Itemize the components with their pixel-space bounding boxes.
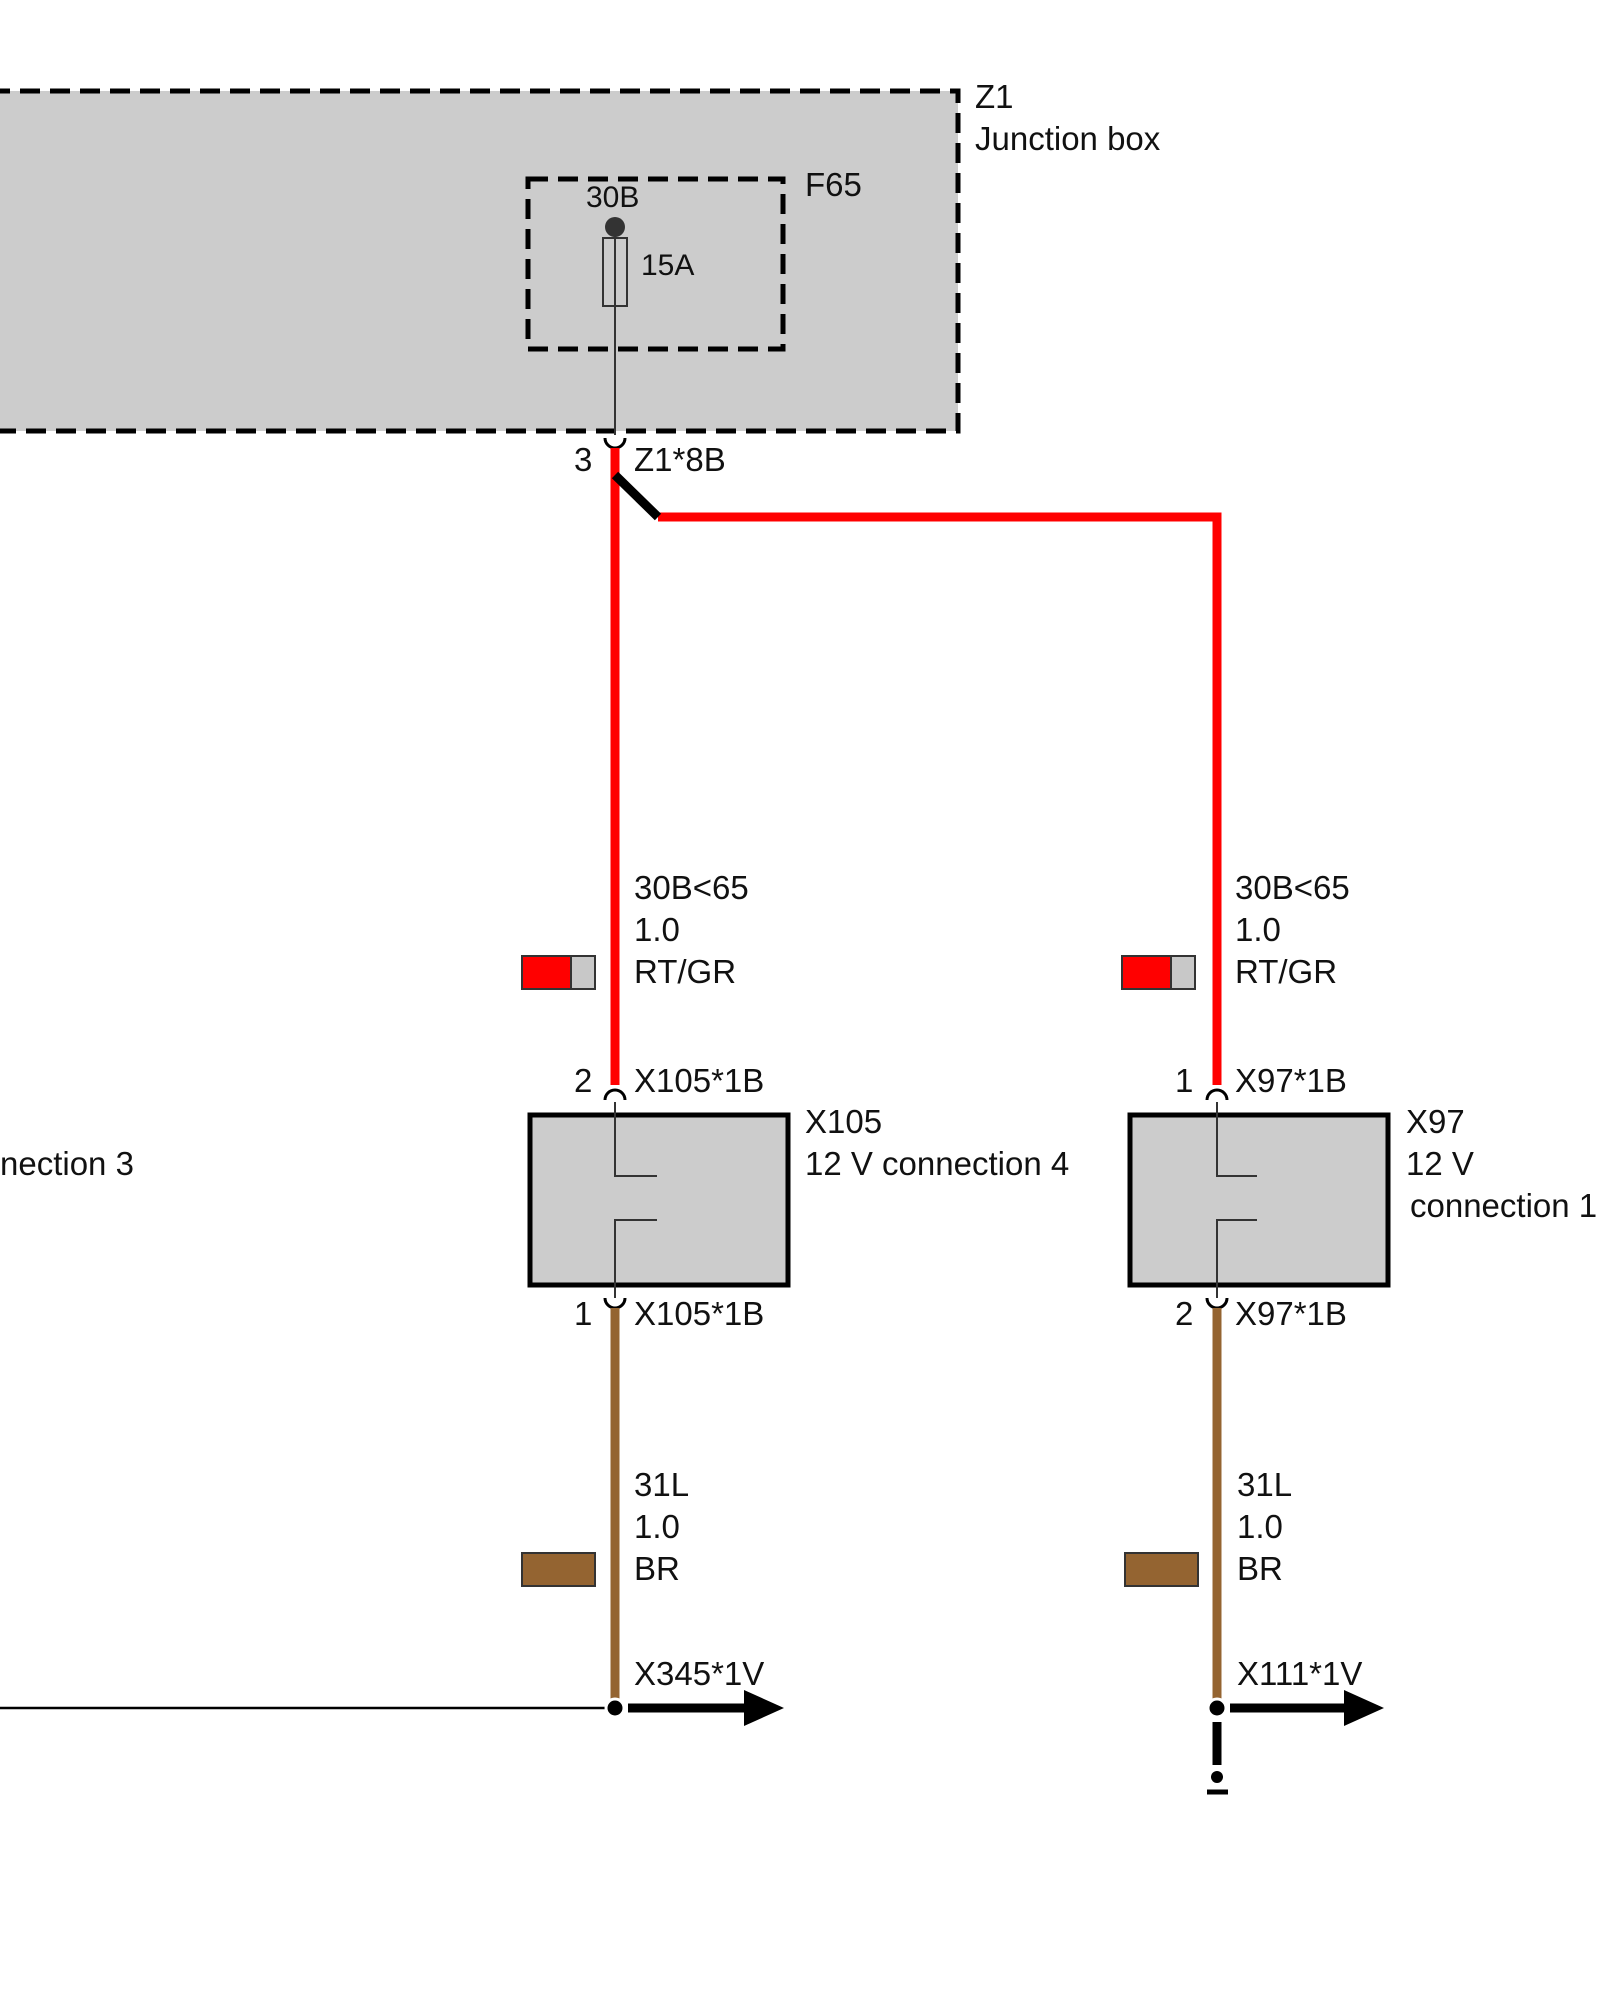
bottom-pin-socket-icon [1205,1297,1229,1310]
junction-box-body [0,88,961,434]
fuse-housing [525,176,786,352]
internal-lead-upper [614,1102,657,1177]
main-pin: 3 Z1*8B [574,437,726,478]
upper-wire-gauge: 1.0 [634,911,680,948]
internal-lead-lower [614,1219,657,1298]
top-pin-connector: X105*1B [634,1062,764,1099]
ground-arrow-icon [1344,1690,1384,1726]
junction-box-name: Junction box [975,120,1161,157]
offpage-component-label: nection 3 [0,1145,134,1182]
component-name-line2: connection 1 [1410,1187,1597,1224]
component-id: X97 [1406,1103,1465,1140]
bottom-pin-connector: X97*1B [1235,1295,1347,1332]
internal-lead-upper [1216,1102,1257,1177]
component-name-line1: 12 V [1406,1145,1474,1182]
junction-box-z1: Z1 Junction box [0,78,1161,434]
upper-wire-color: RT/GR [1235,953,1337,990]
top-pin-socket-icon [1205,1088,1229,1101]
lower-wire-color: BR [634,1550,680,1587]
splice-mark [611,471,662,521]
junction-box-id: Z1 [975,78,1014,115]
wire-color-swatch-gray [1170,955,1196,990]
branch-x97: 30B<65 1.0 RT/GR 1 X97*1B X97 12 V conne… [1121,869,1597,1795]
internal-lead-lower [1216,1219,1257,1298]
lower-wire-gauge: 1.0 [1237,1508,1283,1545]
bottom-pin-connector: X105*1B [634,1295,764,1332]
upper-wire-gauge: 1.0 [1235,911,1281,948]
wire-color-swatch-brown [521,1552,596,1587]
component-x97 [1127,1112,1391,1288]
red-wire-right [658,512,1222,1085]
fuse-f65: F65 30B 15A [525,166,862,435]
pin-socket-icon [603,437,627,450]
ground-arrow-icon [744,1690,784,1726]
red-wires [610,448,1222,1085]
bottom-pin-number: 2 [1175,1295,1193,1332]
wire-color-swatch-brown [1124,1552,1199,1587]
ground-node-dot [604,1697,626,1719]
top-pin-socket-icon [603,1088,627,1101]
wire-color-swatch-gray [570,955,596,990]
fuse-id: F65 [805,166,862,203]
upper-wire-color: RT/GR [634,953,736,990]
component-name-line1: 12 V connection 4 [805,1145,1069,1182]
component-x105 [527,1112,791,1288]
wire-color-swatch-red [1121,955,1172,990]
lower-wire-color: BR [1237,1550,1283,1587]
fuse-rating: 15A [641,249,694,282]
fuse-terminal-label: 30B [586,181,639,214]
lower-wire-gauge: 1.0 [634,1508,680,1545]
upper-wire-signal: 30B<65 [634,869,749,906]
bottom-pin-number: 1 [574,1295,592,1332]
ground-connector: X111*1V [1237,1655,1362,1692]
main-pin-connector: Z1*8B [634,441,726,478]
ground-connector: X345*1V [634,1655,764,1692]
top-pin-connector: X97*1B [1235,1062,1347,1099]
upper-wire-signal: 30B<65 [1235,869,1350,906]
bottom-pin-socket-icon [603,1297,627,1310]
top-pin-number: 1 [1175,1062,1193,1099]
branch-x105: 30B<65 1.0 RT/GR 2 X105*1B X105 12 V con… [0,869,1069,1726]
lower-wire-signal: 31L [1237,1466,1292,1503]
main-pin-number: 3 [574,441,592,478]
ground-node-dot [1206,1697,1228,1719]
wire-color-swatch-red [521,955,572,990]
top-pin-number: 2 [574,1062,592,1099]
lower-wire-signal: 31L [634,1466,689,1503]
component-id: X105 [805,1103,882,1140]
ground-stub-dot [1211,1771,1223,1783]
